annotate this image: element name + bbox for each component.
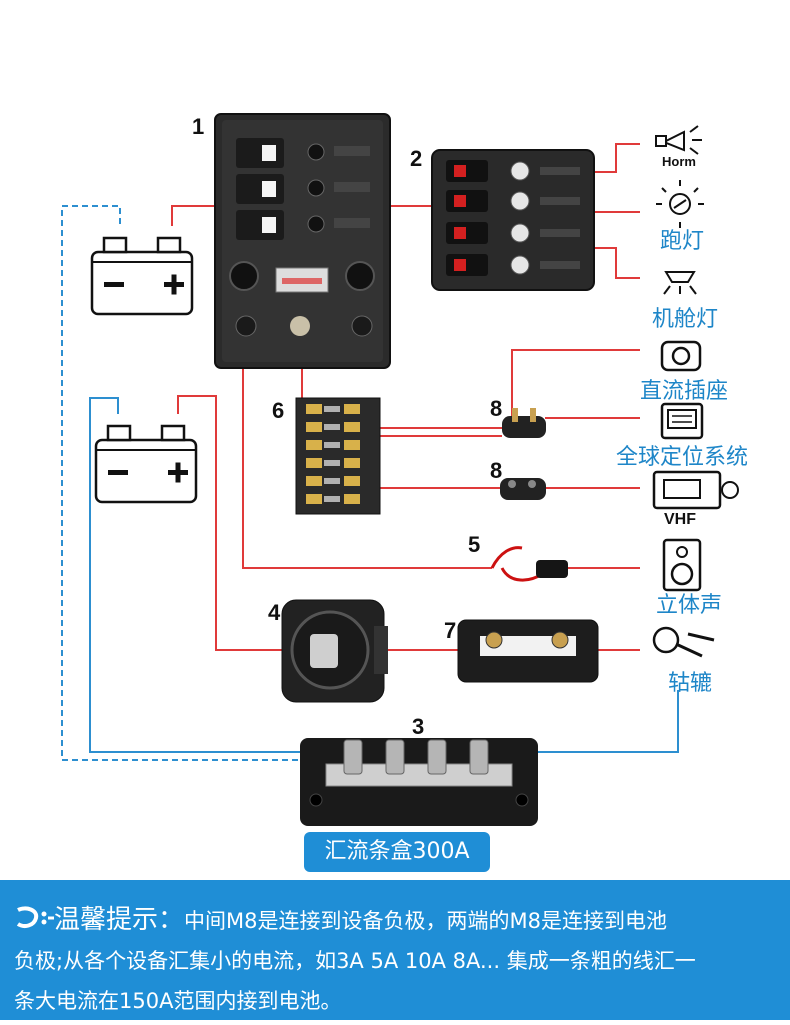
label-8a: 8 (490, 396, 502, 421)
fuse-holder-7 (457, 619, 599, 683)
label-8b: 8 (490, 458, 502, 483)
device-running-light-label: 跑灯 (660, 229, 704, 254)
device-vhf-label: VHF (664, 511, 696, 528)
negative-wire-dashed (61, 205, 340, 761)
dc-socket-icon (660, 340, 702, 372)
battery-1 (90, 236, 194, 316)
label-2: 2 (410, 146, 422, 171)
terminal-stud-8b (500, 478, 546, 500)
wiring-diagram: 1 2 6 8 8 5 4 7 3 (61, 113, 748, 826)
vhf-radio-icon (652, 470, 739, 510)
device-horn-label: Horm (662, 154, 696, 169)
wires (61, 143, 679, 761)
device-dc-socket-label: 直流插座 (640, 379, 728, 404)
wire-cabin-light (594, 247, 640, 279)
positive-wire-battery-1 (171, 205, 215, 226)
winch-icon (652, 626, 715, 658)
horn-icon (655, 125, 702, 155)
battery-2 (94, 424, 198, 504)
device-cabin-light-label: 机舱灯 (652, 307, 718, 332)
tip-banner: 温馨提示：中间M8是连接到设备负极，两端的M8是连接到电池 负极;从各个设备汇集… (0, 880, 790, 1020)
wire-dc-socket (511, 349, 640, 416)
terminal-stud-8a (502, 408, 546, 438)
label-6: 6 (272, 398, 284, 423)
wire-battery2-switch (177, 395, 282, 651)
busbar (300, 738, 538, 826)
dc-distribution-panel (214, 113, 391, 369)
busbar-caption: 汇流条盒300A (304, 832, 490, 872)
running-light-icon (656, 180, 704, 228)
label-7: 7 (444, 618, 456, 643)
device-winch-label: 轱辘 (668, 671, 712, 696)
negative-wire-winch (490, 690, 679, 753)
switch-panel (431, 149, 595, 291)
device-gps-label: 全球定位系统 (616, 445, 748, 470)
label-5: 5 (468, 532, 480, 557)
battery-switch (281, 599, 388, 703)
cabin-light-icon (663, 271, 697, 295)
label-3: 3 (412, 714, 424, 739)
stereo-speaker-icon (662, 538, 702, 592)
negative-wire-battery-2 (89, 397, 340, 753)
label-4: 4 (268, 600, 281, 625)
tip-line-1: 中间M8是连接到设备负极，两端的M8是连接到电池 (184, 909, 667, 933)
tip-title: 温馨提示： (54, 905, 185, 935)
gps-icon (660, 402, 704, 440)
label-1: 1 (192, 114, 204, 139)
fuse-block (295, 397, 381, 515)
wire-horn (594, 143, 640, 173)
tip-line-2: 负极;从各个设备汇集小的电流，如3A 5A 10A 8A... 集成一条粗的线汇… (14, 949, 696, 973)
tip-logo-icon (16, 906, 54, 928)
device-stereo-label: 立体声 (656, 593, 722, 618)
inline-fuse-holder (490, 546, 568, 582)
tip-line-3: 条大电流在150A范围内接到电池。 (14, 989, 342, 1013)
wire-stereo-left (242, 368, 492, 569)
